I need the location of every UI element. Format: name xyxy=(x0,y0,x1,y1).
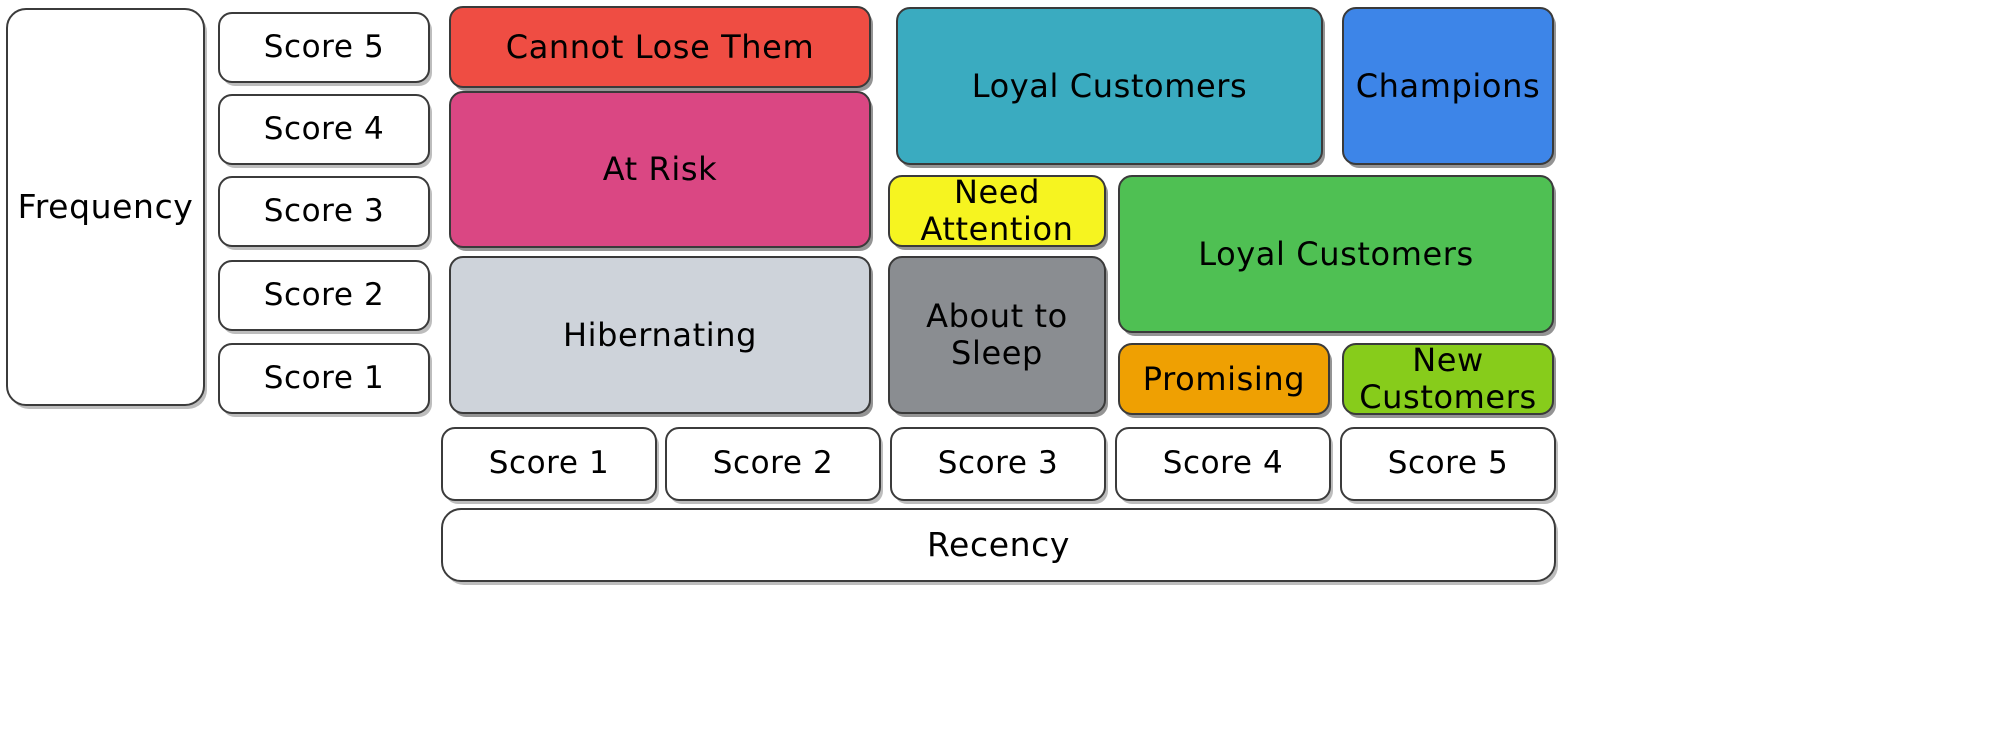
segment-loyal-customers-teal-label: Loyal Customers xyxy=(971,66,1248,105)
segment-need-attention[interactable]: Need Attention xyxy=(888,173,1106,248)
segment-hibernating[interactable]: Hibernating xyxy=(449,256,871,414)
frequency-score-1[interactable]: Score 1 xyxy=(218,343,430,414)
frequency-axis-label: Frequency xyxy=(6,8,205,406)
segment-promising[interactable]: Promising xyxy=(1118,343,1330,415)
segment-loyal-customers-teal[interactable]: Loyal Customers xyxy=(896,7,1323,165)
recency-score-5-label: Score 5 xyxy=(1387,445,1509,482)
frequency-axis-text: Frequency xyxy=(17,187,194,227)
segment-promising-label: Promising xyxy=(1142,359,1306,398)
frequency-score-5[interactable]: Score 5 xyxy=(218,12,430,83)
segment-at-risk[interactable]: At Risk xyxy=(449,91,871,248)
recency-axis-label: Recency xyxy=(441,508,1556,582)
segment-about-to-sleep-label: About to Sleep xyxy=(926,297,1068,372)
segment-at-risk-label: At Risk xyxy=(602,150,718,189)
segment-champions-label: Champions xyxy=(1355,66,1541,105)
segment-about-to-sleep[interactable]: About to Sleep xyxy=(888,256,1106,414)
recency-score-3-label: Score 3 xyxy=(937,445,1059,482)
segment-champions[interactable]: Champions xyxy=(1342,7,1554,165)
recency-score-3[interactable]: Score 3 xyxy=(890,427,1106,501)
recency-score-4[interactable]: Score 4 xyxy=(1115,427,1331,501)
frequency-score-4[interactable]: Score 4 xyxy=(218,94,430,165)
segment-cannot-lose-them-label: Cannot Lose Them xyxy=(505,27,815,66)
frequency-score-2[interactable]: Score 2 xyxy=(218,260,430,331)
recency-score-4-label: Score 4 xyxy=(1162,445,1284,482)
segment-cannot-lose-them[interactable]: Cannot Lose Them xyxy=(449,6,871,88)
segment-need-attention-label: Need Attention xyxy=(920,173,1074,248)
segment-loyal-customers-green[interactable]: Loyal Customers xyxy=(1118,175,1554,333)
recency-score-5[interactable]: Score 5 xyxy=(1340,427,1556,501)
recency-score-1-label: Score 1 xyxy=(488,445,610,482)
frequency-score-4-label: Score 4 xyxy=(263,110,385,147)
recency-axis-text: Recency xyxy=(927,525,1070,565)
segment-loyal-customers-green-label: Loyal Customers xyxy=(1198,234,1474,273)
frequency-score-1-label: Score 1 xyxy=(263,359,385,396)
segment-new-customers-label: New Customers xyxy=(1359,341,1537,416)
frequency-score-5-label: Score 5 xyxy=(263,28,385,65)
recency-score-1[interactable]: Score 1 xyxy=(441,427,657,501)
frequency-score-2-label: Score 2 xyxy=(263,276,385,313)
recency-score-2[interactable]: Score 2 xyxy=(665,427,881,501)
segment-new-customers[interactable]: New Customers xyxy=(1342,341,1554,416)
segment-hibernating-label: Hibernating xyxy=(562,315,758,354)
recency-score-2-label: Score 2 xyxy=(712,445,834,482)
frequency-score-3[interactable]: Score 3 xyxy=(218,176,430,247)
frequency-score-3-label: Score 3 xyxy=(263,192,385,229)
